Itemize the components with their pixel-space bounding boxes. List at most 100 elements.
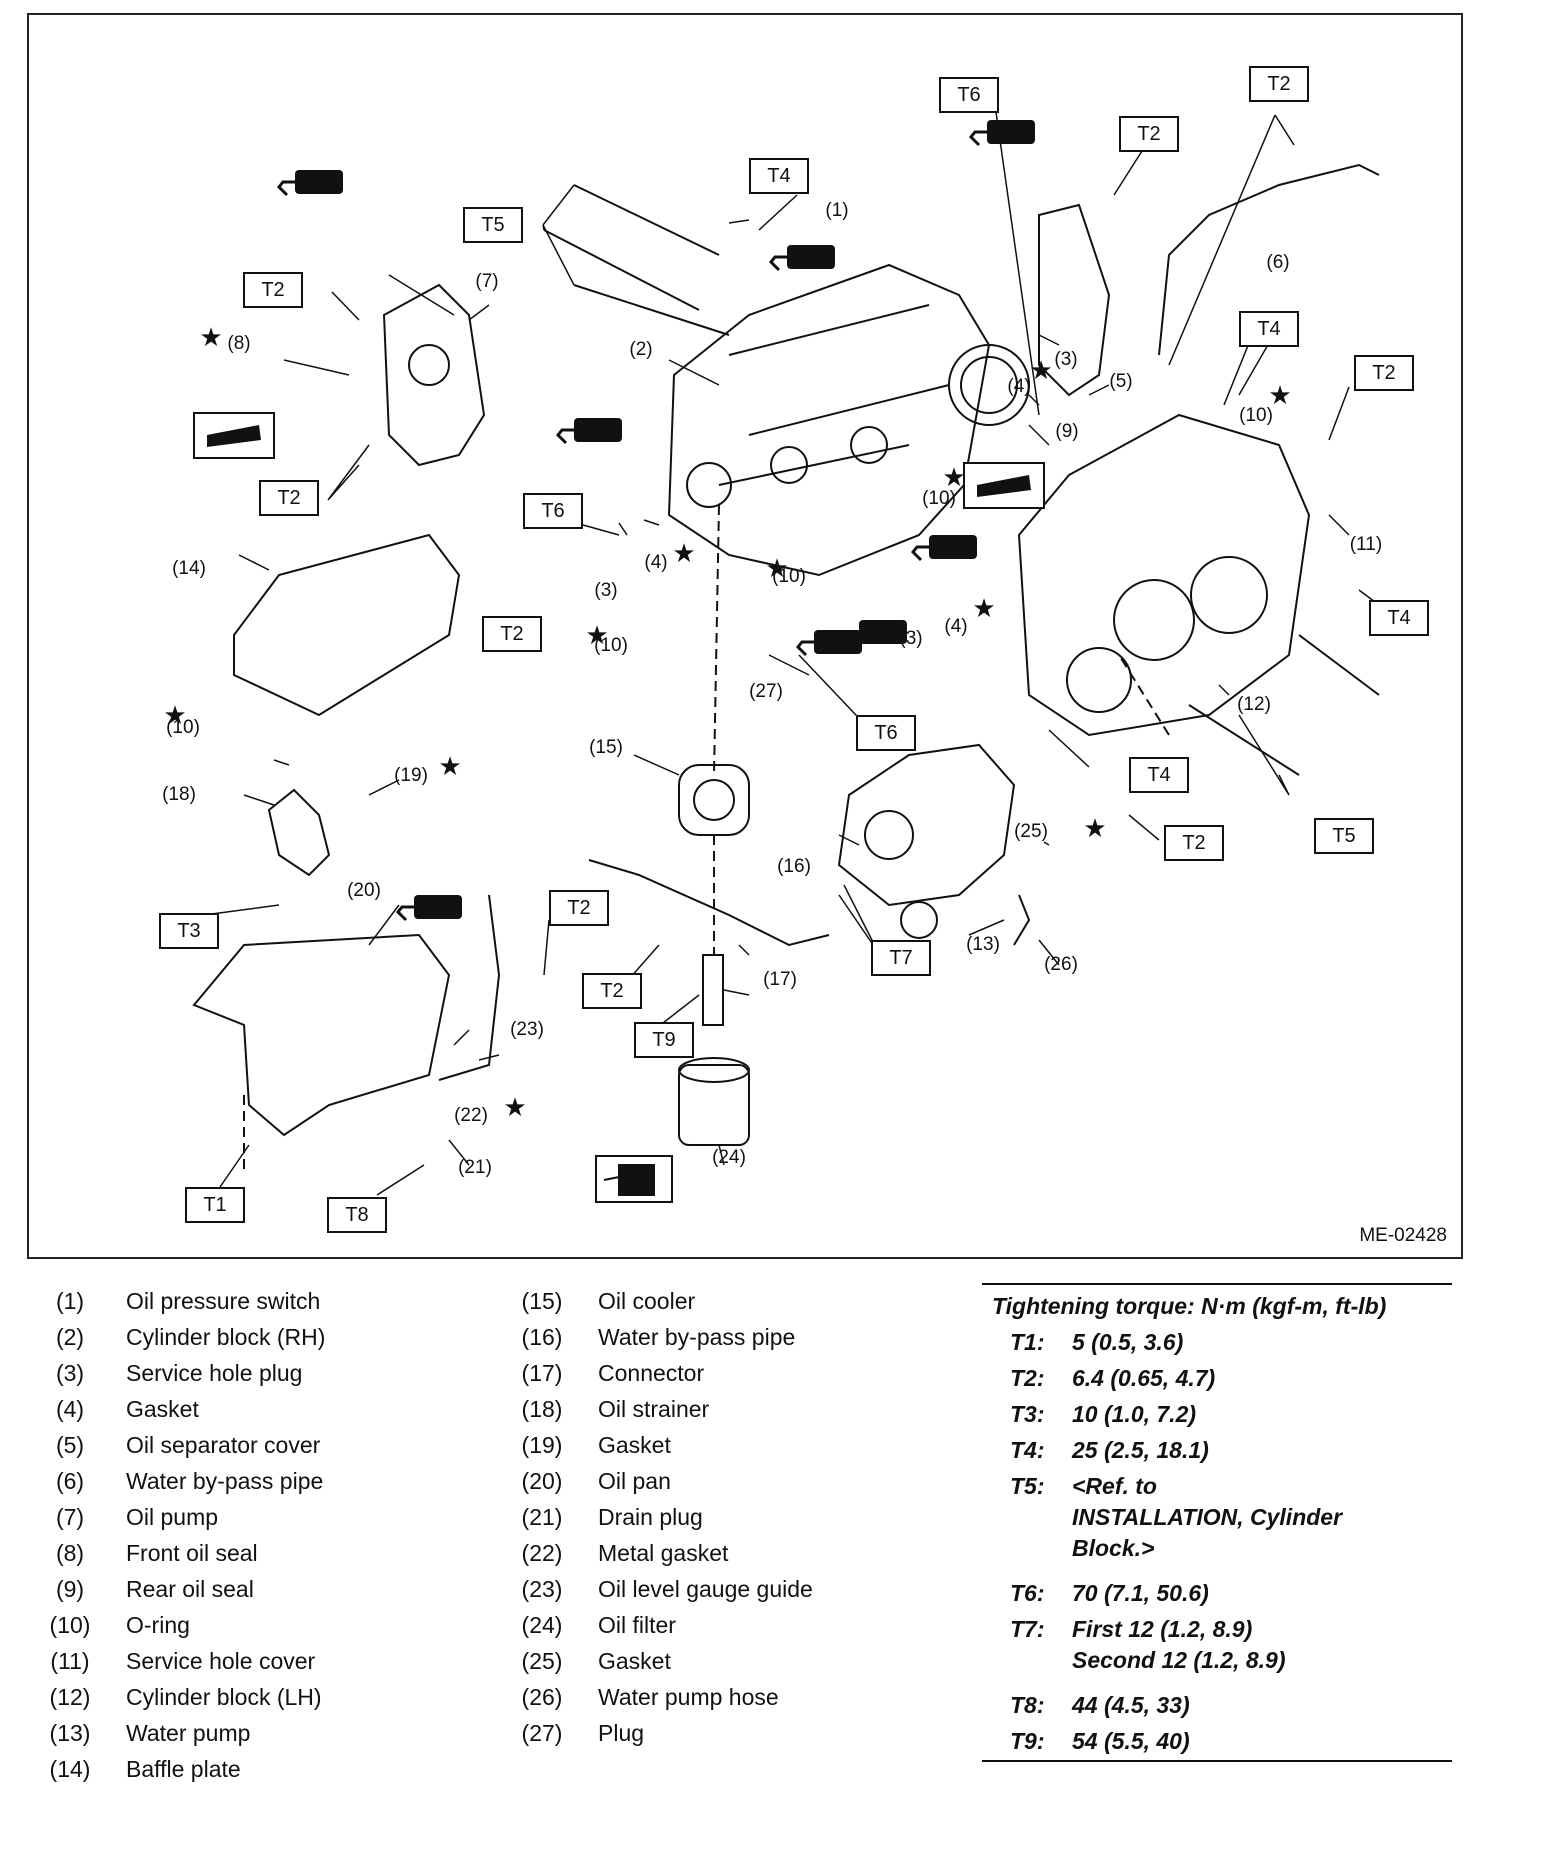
- water-pump-hose-shape: [1013, 894, 1031, 946]
- part-label-10: (10): [166, 717, 200, 738]
- grease-gun-icon: [963, 462, 1045, 509]
- replace-star-icon: ★: [972, 593, 996, 623]
- legend-item-number: (19): [521, 1432, 563, 1458]
- legend-item-name: Gasket: [598, 1648, 671, 1674]
- torque-key: T1:: [1010, 1329, 1045, 1355]
- torque-label-t4: T4: [1369, 600, 1429, 636]
- torque-label-t4: T4: [1239, 311, 1299, 347]
- legend-item-name: O-ring: [126, 1612, 190, 1638]
- part-label-6: (6): [1266, 252, 1290, 273]
- legend-item-name: Oil pressure switch: [126, 1288, 321, 1314]
- replace-star-icon: ★: [1029, 355, 1053, 385]
- legend-item-number: (8): [55, 1540, 85, 1566]
- legend-item-number: (6): [55, 1468, 85, 1494]
- part-label-17: (17): [763, 969, 797, 990]
- legend-item-number: (1): [55, 1288, 85, 1314]
- torque-label-t5: T5: [1314, 818, 1374, 854]
- legend-item-number: (9): [55, 1576, 85, 1602]
- water-pump-shape: [837, 743, 1016, 907]
- part-label-1: (1): [825, 200, 849, 221]
- replace-star-icon: ★: [765, 553, 789, 583]
- legend-item-name: Oil level gauge guide: [598, 1576, 813, 1602]
- torque-label-t4: T4: [749, 158, 809, 194]
- legend-item-name: Rear oil seal: [126, 1576, 254, 1602]
- part-label-15: (15): [589, 737, 623, 758]
- torque-value: First 12 (1.2, 8.9): [1072, 1616, 1253, 1642]
- oil-pan-shape: [192, 933, 451, 1137]
- sealant-tube-icon: [768, 245, 835, 272]
- cylinder-block-lh-shape: [1017, 413, 1311, 737]
- legend-item-name: Metal gasket: [598, 1540, 729, 1566]
- legend-item-name: Water by-pass pipe: [126, 1468, 324, 1494]
- part-label-10: (10): [594, 635, 628, 656]
- oil-filter-shape: [678, 1064, 750, 1146]
- legend-item-number: (4): [55, 1396, 85, 1422]
- torque-key: T4:: [1010, 1437, 1045, 1463]
- legend-item-number: (12): [49, 1684, 91, 1710]
- part-label-25: (25): [1014, 821, 1048, 842]
- legend-item-number: (14): [49, 1756, 91, 1782]
- legend-item-number: (13): [49, 1720, 91, 1746]
- legend-item-name: Connector: [598, 1360, 705, 1386]
- legend-item-number: (16): [521, 1324, 563, 1350]
- torque-label-t2: T2: [1249, 66, 1309, 102]
- legend-item-number: (15): [521, 1288, 563, 1314]
- sealant-tube-icon: [395, 895, 462, 922]
- part-label-13: (13): [966, 934, 1000, 955]
- oil-pump-shape: [382, 283, 486, 467]
- baffle-plate-shape: [233, 533, 461, 717]
- torque-key: T7:: [1010, 1616, 1045, 1642]
- legend-item-number: (2): [55, 1324, 85, 1350]
- part-label-21: (21): [458, 1157, 492, 1178]
- legend-item-name: Gasket: [598, 1432, 671, 1458]
- part-label-8: (8): [227, 333, 251, 354]
- torque-value: INSTALLATION, Cylinder: [1072, 1504, 1343, 1530]
- legend-item-number: (25): [521, 1648, 563, 1674]
- legend-item-name: Drain plug: [598, 1504, 703, 1530]
- water-bypass-pipe-16-shape: [588, 859, 830, 947]
- part-label-3: (3): [899, 628, 923, 649]
- part-label-10: (10): [1239, 405, 1273, 426]
- replace-star-icon: ★: [672, 538, 696, 568]
- grease-gun-icon: [193, 412, 275, 459]
- exploded-parts-diagram: T4 T5 T2 T6 T2 T2 T4 T2 T2 T6 T4 T2 T6 T…: [27, 13, 1463, 1259]
- part-label-27: (27): [749, 681, 783, 702]
- legend-item-number: (22): [521, 1540, 563, 1566]
- torque-label-t8: T8: [327, 1197, 387, 1233]
- legend-item-name: Oil cooler: [598, 1288, 696, 1314]
- table-bottom-rule: [982, 1760, 1452, 1762]
- part-label-14: (14): [172, 558, 206, 579]
- part-label-9: (9): [1055, 421, 1079, 442]
- torque-label-t1: T1: [185, 1187, 245, 1223]
- legend-item-number: (18): [521, 1396, 563, 1422]
- figure-code: ME-02428: [1359, 1225, 1447, 1246]
- legend-item-number: (24): [521, 1612, 563, 1638]
- part-label-10: (10): [922, 488, 956, 509]
- torque-label-t6: T6: [939, 77, 999, 113]
- legend-item-number: (27): [521, 1720, 563, 1746]
- torque-label-t2: T2: [259, 480, 319, 516]
- torque-value: Second 12 (1.2, 8.9): [1072, 1647, 1286, 1673]
- torque-label-t7: T7: [871, 940, 931, 976]
- legend-item-name: Oil strainer: [598, 1396, 710, 1422]
- torque-label-t2: T2: [1119, 116, 1179, 152]
- torque-label-t2: T2: [482, 616, 542, 652]
- sealant-tube-icon: [555, 418, 622, 445]
- sealant-tube-icon: [968, 120, 1035, 147]
- legend-item-name: Water pump: [126, 1720, 251, 1746]
- engine-block-illustration: [188, 111, 1380, 1203]
- part-label-11: (11): [1349, 534, 1383, 555]
- legend-item-number: (20): [521, 1468, 563, 1494]
- part-label-23: (23): [510, 1019, 544, 1040]
- torque-key: T2:: [1010, 1365, 1045, 1391]
- torque-value: 10 (1.0, 7.2): [1072, 1401, 1197, 1427]
- torque-value: 6.4 (0.65, 4.7): [1072, 1365, 1216, 1391]
- torque-value: <Ref. to: [1072, 1473, 1157, 1499]
- legend-item-number: (10): [49, 1612, 91, 1638]
- legend-item-name: Gasket: [126, 1396, 199, 1422]
- torque-label-t6: T6: [523, 493, 583, 529]
- legend-item-name: Cylinder block (LH): [126, 1684, 322, 1710]
- replace-star-icon: ★: [1083, 813, 1107, 843]
- part-label-10: (10): [772, 566, 806, 587]
- part-label-12: (12): [1237, 694, 1271, 715]
